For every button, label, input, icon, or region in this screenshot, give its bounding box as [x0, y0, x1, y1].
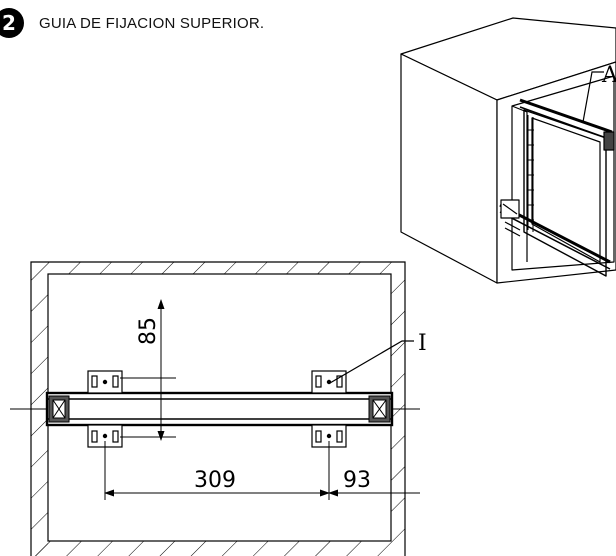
ladder-post — [527, 115, 534, 232]
instruction-title: GUIA DE FIJACION SUPERIOR. — [39, 14, 265, 32]
step-number-badge: 2 — [0, 8, 24, 38]
dimension-309-label: 309 — [194, 468, 236, 493]
rail-end-block-right — [368, 395, 391, 423]
top-guide-rail — [45, 391, 394, 427]
bracket-top-left — [87, 370, 123, 394]
dimension-93-label: 93 — [343, 468, 371, 493]
bracket-bottom-right — [311, 424, 347, 448]
instruction-header: 2 GUIA DE FIJACION SUPERIOR. — [0, 6, 264, 40]
bottom-rail-iso — [499, 199, 611, 270]
part-label: I — [418, 331, 427, 356]
horizontal-dimensions — [104, 441, 420, 500]
cabinet-isometric-view — [400, 17, 616, 284]
dimension-85 — [120, 299, 176, 441]
top-rail-iso — [519, 98, 615, 151]
detail-callout — [582, 71, 604, 123]
dimension-85-label: 85 — [136, 317, 161, 345]
detail-callout-label: A — [601, 63, 616, 88]
bracket-bottom-left — [87, 424, 123, 448]
rail-end-block-left — [48, 395, 70, 423]
part-leader — [329, 340, 414, 384]
bracket-top-right — [311, 370, 347, 394]
mounting-brackets — [87, 370, 347, 448]
